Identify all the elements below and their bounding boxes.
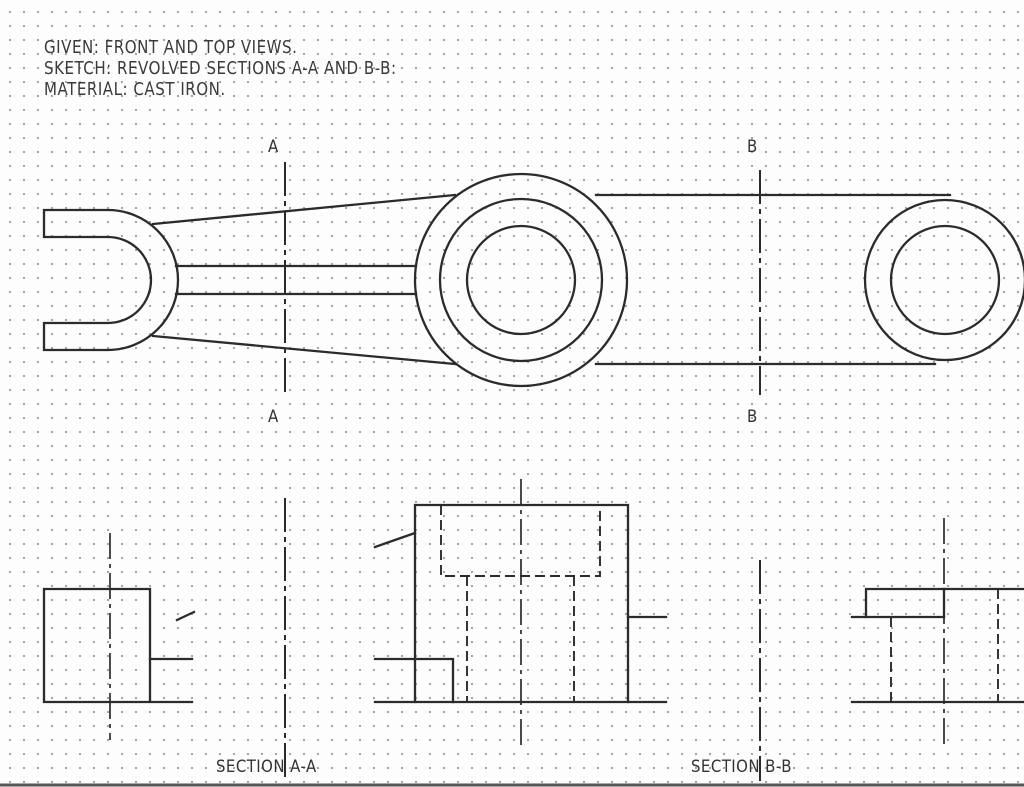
hub-left-step bbox=[373, 657, 455, 704]
end-boss-front-top bbox=[864, 587, 1024, 619]
end-boss-outer-circle bbox=[863, 198, 1024, 362]
front-view bbox=[42, 479, 1024, 781]
arm-lower-edge bbox=[151, 334, 457, 366]
clevis-outer-outline bbox=[42, 208, 180, 352]
end-boss-bore-circle bbox=[889, 224, 1001, 336]
cutting-plane-label-b-bottom: B bbox=[747, 407, 758, 427]
note-given: GIVEN: FRONT AND TOP VIEWS. bbox=[44, 38, 298, 58]
hub-middle-circle bbox=[438, 197, 604, 363]
caption-section-aa: SECTION A-A bbox=[216, 757, 317, 777]
hub-bore-circle bbox=[465, 224, 577, 336]
clevis-front-arm bbox=[175, 610, 196, 622]
drawing-notes: GIVEN: FRONT AND TOP VIEWS. SKETCH: REVO… bbox=[44, 38, 397, 101]
cutting-plane-label-a-top: A bbox=[268, 137, 279, 157]
note-material: MATERIAL: CAST IRON. bbox=[44, 80, 226, 100]
cutting-plane-label-b-top: B bbox=[747, 137, 758, 157]
arm-upper-edge bbox=[151, 193, 457, 226]
caption-section-bb: SECTION B-B bbox=[691, 757, 792, 777]
clevis-front-outline bbox=[42, 587, 194, 704]
hub-outer-circle bbox=[413, 172, 629, 388]
cutting-plane-label-a-bottom: A bbox=[268, 407, 279, 427]
hub-arm-line bbox=[373, 531, 417, 549]
note-sketch: SKETCH: REVOLVED SECTIONS A-A AND B-B: bbox=[44, 59, 397, 79]
top-view bbox=[42, 162, 1024, 396]
